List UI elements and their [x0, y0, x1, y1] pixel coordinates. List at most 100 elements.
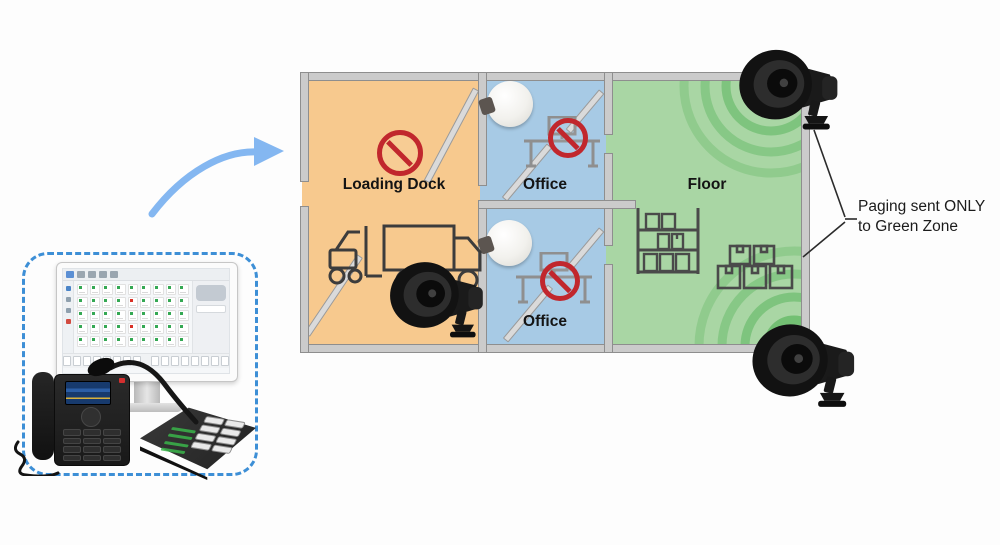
extension-chip	[115, 336, 126, 347]
toolbar-icon	[77, 271, 85, 278]
monitor-stand	[134, 380, 160, 404]
bottom-bar-key	[63, 356, 71, 366]
extension-chip	[89, 310, 101, 321]
extension-chip	[127, 336, 139, 347]
paging-software-screen	[62, 268, 230, 374]
extension-chip	[127, 284, 139, 295]
extension-chip	[77, 310, 88, 321]
dome-ceiling-speaker-icon	[487, 81, 533, 127]
phone-keypad	[63, 429, 121, 461]
extension-chip	[153, 297, 164, 308]
extension-chip	[165, 323, 177, 334]
bottom-bar-key	[191, 356, 199, 366]
bottom-bar-key	[221, 356, 229, 366]
extension-chip	[178, 297, 189, 308]
warehouse-shelf-icon	[636, 208, 700, 274]
zone-preview	[196, 285, 226, 301]
extension-chip	[127, 323, 139, 334]
zone-label-loading-dock: Loading Dock	[342, 176, 446, 193]
extension-chip	[102, 336, 113, 347]
phone-screen	[65, 381, 111, 405]
extension-chip	[102, 323, 113, 334]
extension-chip	[102, 284, 113, 295]
extension-chip	[140, 323, 151, 334]
extension-chip	[140, 284, 151, 295]
extension-chip	[165, 284, 177, 295]
toolbar-icon	[88, 271, 96, 278]
callout-line-2: to Green Zone	[858, 218, 958, 236]
wall-segment	[300, 72, 810, 81]
extension-chip	[127, 310, 139, 321]
sidebar-icon	[65, 319, 71, 324]
bottom-bar-key	[181, 356, 189, 366]
wall-segment	[604, 264, 613, 353]
toolbar-icon	[110, 271, 118, 278]
extension-chip	[165, 336, 177, 347]
zone-label-office-bottom: Office	[523, 313, 567, 330]
software-toolbar	[63, 269, 229, 281]
toolbar-icon	[99, 271, 107, 278]
extension-chip	[77, 284, 88, 295]
horn-speaker-icon	[735, 44, 845, 138]
paging-station-box	[22, 252, 258, 476]
extension-chip	[140, 297, 151, 308]
wall-segment	[300, 72, 309, 182]
extension-chip	[140, 310, 151, 321]
bottom-bar-key	[161, 356, 169, 366]
callout-text: Paging sent ONLY to Green Zone	[858, 197, 1000, 237]
extension-chip	[178, 310, 189, 321]
extension-chip	[77, 323, 88, 334]
monitor	[56, 262, 238, 382]
handset-cord	[14, 440, 60, 476]
box-stack-icon	[716, 244, 794, 290]
sidebar-icon	[65, 308, 71, 313]
extension-chip	[140, 336, 151, 347]
extension-chip	[153, 284, 164, 295]
extension-chip	[89, 323, 101, 334]
sidebar-icon	[65, 286, 71, 291]
sidebar-icon	[65, 297, 71, 302]
wall-segment	[478, 200, 636, 209]
zone-label-floor: Floor	[687, 176, 727, 193]
bottom-bar-key	[151, 356, 159, 366]
wall-segment	[604, 72, 613, 135]
extension-chip	[115, 310, 126, 321]
wall-segment	[300, 344, 810, 353]
horn-speaker-icon	[748, 318, 862, 416]
phone-handset	[32, 372, 54, 460]
phone-dpad	[81, 407, 101, 427]
paging-console	[140, 402, 256, 480]
extension-chip	[165, 310, 177, 321]
extension-chip	[102, 297, 113, 308]
bottom-bar-key	[201, 356, 209, 366]
extension-chip	[178, 336, 189, 347]
floorplan: Loading Dock Office Office Floor	[300, 72, 810, 353]
desk-phone	[54, 374, 130, 466]
extension-chip	[89, 284, 101, 295]
monitor-base	[112, 403, 182, 412]
wall-segment	[300, 206, 309, 353]
dome-ceiling-speaker-icon	[486, 220, 532, 266]
bottom-bar-key	[171, 356, 179, 366]
extension-chip	[153, 323, 164, 334]
toolbar-icon	[66, 271, 74, 278]
extension-chip	[178, 284, 189, 295]
forklift-icon	[328, 248, 358, 270]
extension-chip	[165, 297, 177, 308]
bottom-bar-key	[73, 356, 81, 366]
zone-label-office-top: Office	[523, 176, 567, 193]
no-paging-icon	[540, 261, 580, 301]
panel-control	[196, 305, 226, 313]
horn-speaker-icon	[386, 256, 490, 346]
extension-chip	[102, 310, 113, 321]
software-side-panel	[192, 281, 229, 353]
flow-arrow-icon	[148, 137, 284, 218]
bottom-bar-key	[211, 356, 219, 366]
extension-chip	[115, 297, 126, 308]
wall-segment	[604, 153, 613, 246]
extension-chip	[77, 336, 88, 347]
extension-chip	[153, 336, 164, 347]
gooseneck-microphone-icon	[87, 357, 199, 425]
bottom-bar-key	[83, 356, 91, 366]
